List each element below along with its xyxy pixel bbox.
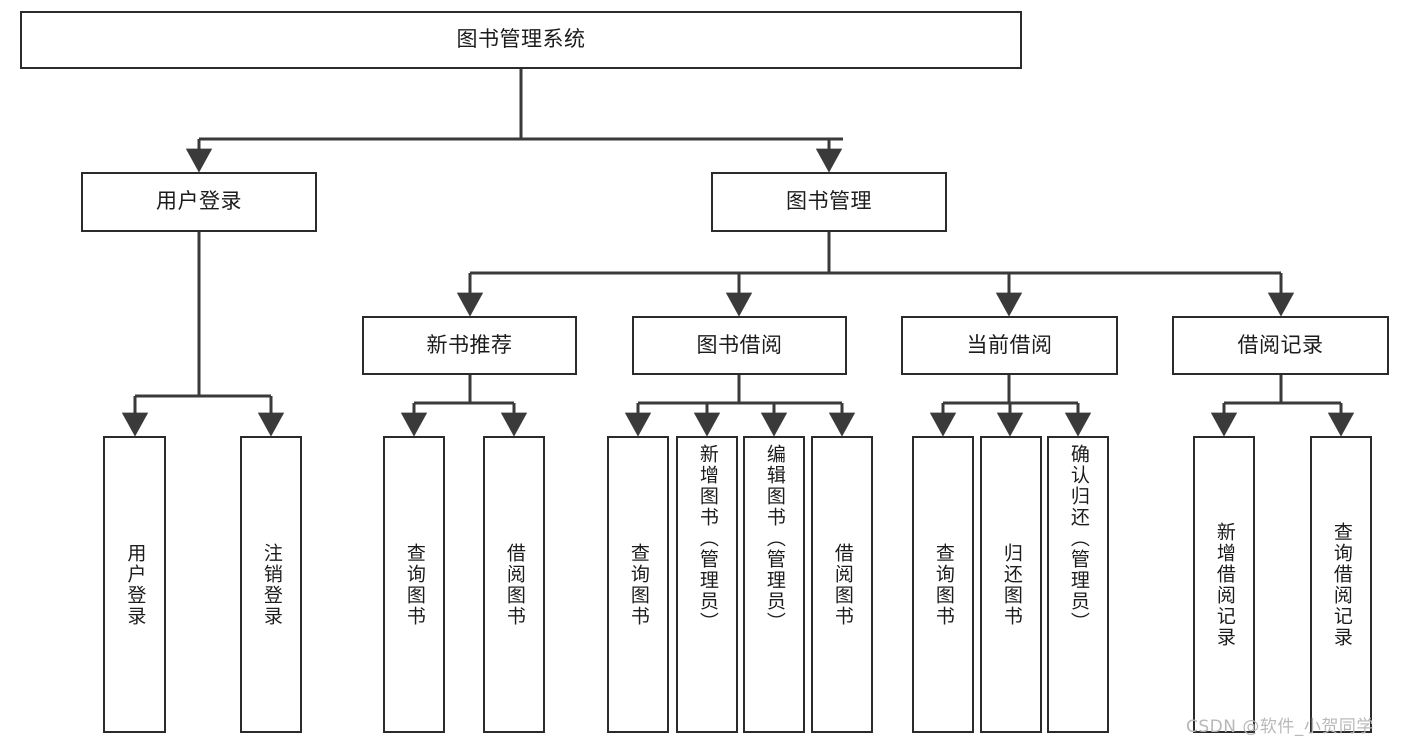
leaf-records-query-record[interactable]: 查询借阅记录 [1310, 436, 1372, 733]
leaf-user-login-signout[interactable]: 注销登录 [240, 436, 302, 733]
leaf-current-confirm-return-admin[interactable]: 确认归还（管理员） [1047, 436, 1109, 733]
leaf-records-add-record[interactable]: 新增借阅记录 [1193, 436, 1255, 733]
node-book-borrow-label: 图书借阅 [696, 332, 783, 357]
leaf-new-book-borrow-label: 借阅图书 [503, 542, 526, 627]
leaf-new-book-borrow[interactable]: 借阅图书 [483, 436, 545, 733]
node-borrow-records[interactable]: 借阅记录 [1172, 316, 1389, 375]
node-user-login-label: 用户登录 [156, 189, 242, 214]
leaf-borrow-add-book-admin-label: 新增图书（管理员） [696, 444, 719, 633]
leaf-borrow-edit-book-admin-label: 编辑图书（管理员） [763, 444, 786, 633]
leaf-current-confirm-return-admin-label: 确认归还（管理员） [1067, 444, 1090, 633]
node-new-book-recommend[interactable]: 新书推荐 [362, 316, 577, 375]
leaf-new-book-query[interactable]: 查询图书 [383, 436, 445, 733]
leaf-current-query-book[interactable]: 查询图书 [912, 436, 974, 733]
leaf-user-login-signout-label: 注销登录 [260, 542, 283, 627]
node-book-management-label: 图书管理 [786, 189, 872, 214]
leaf-current-query-book-label: 查询图书 [932, 542, 955, 627]
leaf-borrow-edit-book-admin[interactable]: 编辑图书（管理员） [743, 436, 805, 733]
node-current-borrow[interactable]: 当前借阅 [901, 316, 1118, 375]
leaf-new-book-query-label: 查询图书 [403, 542, 426, 627]
node-root-system-label: 图书管理系统 [456, 27, 586, 52]
node-book-borrow[interactable]: 图书借阅 [632, 316, 847, 375]
leaf-records-add-record-label: 新增借阅记录 [1213, 521, 1236, 648]
leaf-current-return-book[interactable]: 归还图书 [980, 436, 1042, 733]
leaf-borrow-borrow-book-label: 借阅图书 [831, 542, 854, 627]
node-book-management[interactable]: 图书管理 [711, 172, 947, 232]
leaf-user-login-signin-label: 用户登录 [124, 542, 147, 627]
leaf-borrow-add-book-admin[interactable]: 新增图书（管理员） [676, 436, 738, 733]
node-new-book-recommend-label: 新书推荐 [426, 332, 513, 357]
leaf-borrow-borrow-book[interactable]: 借阅图书 [811, 436, 873, 733]
node-root-system[interactable]: 图书管理系统 [20, 11, 1022, 69]
leaf-records-query-record-label: 查询借阅记录 [1330, 521, 1353, 648]
node-user-login[interactable]: 用户登录 [81, 172, 317, 232]
leaf-user-login-signin[interactable]: 用户登录 [103, 436, 166, 733]
csdn-watermark: CSDN @软件_小贺同学 [1186, 717, 1374, 737]
leaf-current-return-book-label: 归还图书 [1000, 542, 1023, 627]
node-current-borrow-label: 当前借阅 [966, 332, 1053, 357]
node-borrow-records-label: 借阅记录 [1237, 332, 1324, 357]
leaf-borrow-query-book[interactable]: 查询图书 [607, 436, 669, 733]
leaf-borrow-query-book-label: 查询图书 [627, 542, 650, 627]
